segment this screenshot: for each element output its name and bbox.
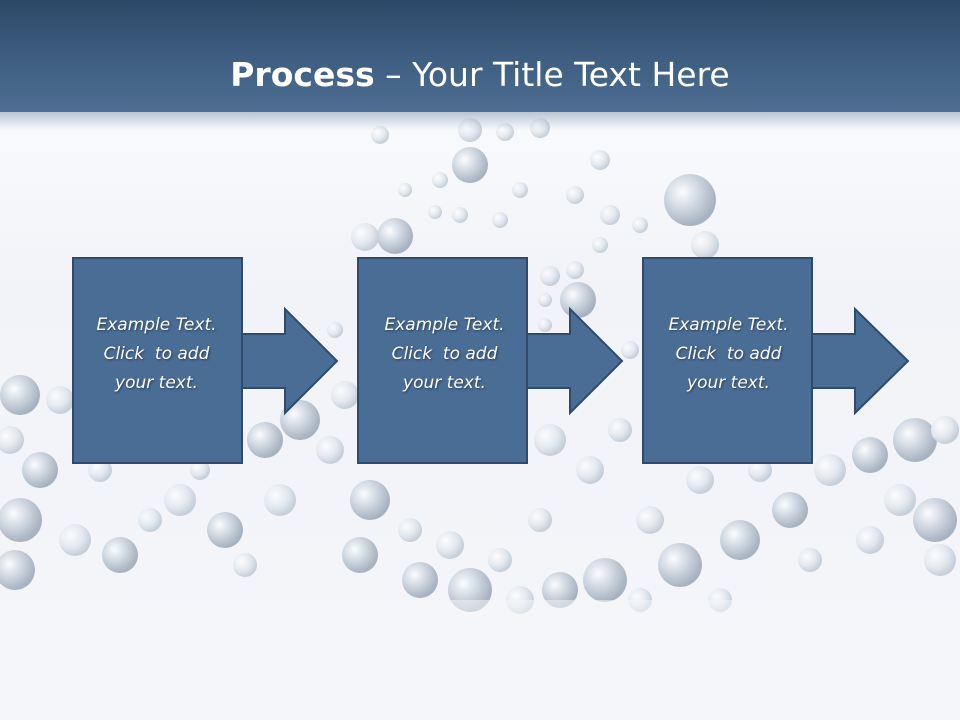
process-step-box-1[interactable]: [72, 257, 243, 464]
step-line: Example Text.: [384, 315, 505, 335]
title-bold-word: Process: [230, 55, 375, 94]
process-step-text-1[interactable]: Example Text. Click to add your text.: [69, 311, 244, 398]
process-step-box-2[interactable]: [357, 257, 528, 464]
process-step-box-3[interactable]: [642, 257, 813, 464]
title-bar: [0, 0, 960, 112]
title-bar-shadow: [0, 104, 960, 130]
arrow-right-icon: [239, 306, 339, 416]
slide-title[interactable]: Process – Your Title Text Here: [0, 50, 960, 100]
step-line: Click to add: [391, 344, 498, 364]
step-line: Example Text.: [96, 315, 217, 335]
arrow-right-icon: [524, 306, 624, 416]
process-step-text-3[interactable]: Example Text. Click to add your text.: [641, 311, 816, 398]
step-line: Click to add: [103, 344, 210, 364]
process-step-text-2[interactable]: Example Text. Click to add your text.: [357, 311, 532, 398]
arrow-right-icon: [809, 306, 910, 416]
step-line: your text.: [115, 373, 198, 393]
step-line: Example Text.: [668, 315, 789, 335]
step-line: your text.: [403, 373, 486, 393]
step-line: Click to add: [675, 344, 782, 364]
step-line: your text.: [687, 373, 770, 393]
title-rest: – Your Title Text Here: [374, 55, 730, 94]
